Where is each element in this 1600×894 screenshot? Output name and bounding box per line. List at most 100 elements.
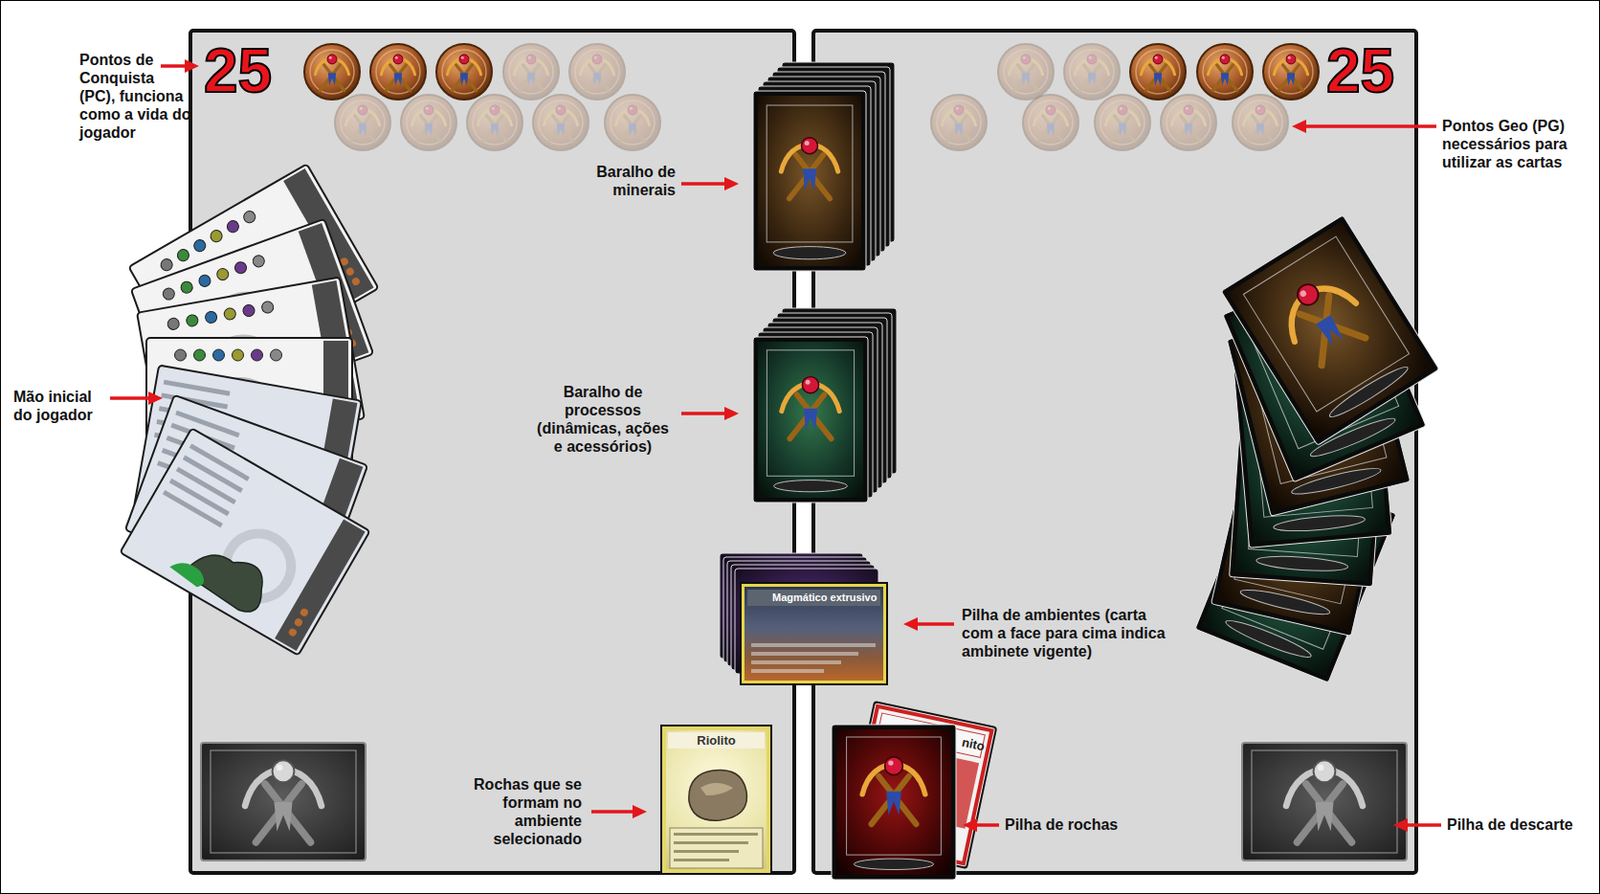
pick-emblem xyxy=(513,54,548,91)
coin-disc xyxy=(931,94,987,151)
red-gem xyxy=(1087,54,1097,65)
rock-card-title: nito xyxy=(955,733,992,757)
leader-arrow xyxy=(1291,119,1437,134)
label-box: Pilha de ambientes (carta com a face par… xyxy=(961,605,1182,661)
coin-rim xyxy=(1268,49,1313,94)
label-box: Baralho de minerais xyxy=(570,162,676,200)
card-text-bar xyxy=(673,841,749,845)
gem-shine xyxy=(1298,288,1308,298)
callout-label: Pilha de descarte xyxy=(1446,816,1574,833)
pick-emblem xyxy=(1033,105,1067,142)
pick-handle xyxy=(523,65,544,91)
card-dot xyxy=(270,349,283,361)
red-gem xyxy=(327,54,337,65)
red-gem xyxy=(459,54,469,65)
pick-emblem xyxy=(244,759,322,843)
coin-rim xyxy=(340,100,385,145)
red-gem xyxy=(1293,280,1323,310)
coin-rim xyxy=(1135,49,1180,94)
card-ground xyxy=(757,341,864,498)
coin-disc xyxy=(1197,44,1253,100)
gem-shine xyxy=(461,56,465,60)
card-ground xyxy=(836,729,952,875)
geo-point-coin xyxy=(998,44,1054,100)
geo-point-coin xyxy=(533,94,589,151)
card-plaque xyxy=(1239,585,1333,620)
card-edge xyxy=(753,336,868,503)
red-gem xyxy=(1117,105,1128,115)
arrow-head xyxy=(1291,119,1307,134)
pick-handle xyxy=(1247,115,1268,142)
card-frame xyxy=(846,736,942,855)
card-dot xyxy=(204,310,219,324)
card-dot xyxy=(251,349,264,361)
label-box: Pilha de descarte xyxy=(1446,815,1574,834)
card-title: Magmático extrusivo xyxy=(747,589,881,606)
callout-label: Pontos de Conquista (PC), funciona como … xyxy=(79,51,191,141)
gem-shine xyxy=(805,379,811,385)
blue-knot xyxy=(802,168,817,191)
coin-disc xyxy=(1094,94,1151,151)
conquest-points-value: 25 xyxy=(1326,36,1395,106)
card-dot xyxy=(175,246,191,263)
blue-knot xyxy=(1315,801,1334,831)
arrow-shaft xyxy=(681,181,725,186)
leader-arrow xyxy=(591,804,647,819)
gem-shine xyxy=(395,56,399,60)
geo-point-coin xyxy=(604,94,661,151)
pick-handle xyxy=(946,115,967,142)
gem-shine xyxy=(491,107,495,111)
pick-handle xyxy=(350,115,371,142)
blue-knot xyxy=(1118,123,1127,136)
arrow-head xyxy=(1393,818,1408,832)
red-gem xyxy=(393,54,403,65)
card-text-bar xyxy=(162,489,223,528)
coin-rim xyxy=(610,100,655,145)
card-text-bar xyxy=(751,651,859,656)
callout-label: Baralho de processos (dinâmicas, ações e… xyxy=(536,383,669,455)
gem-shine xyxy=(425,107,429,111)
pick-emblem xyxy=(615,105,649,142)
card-dot xyxy=(242,304,256,318)
card-edge xyxy=(831,724,956,880)
label-box: Rochas que se formam no ambiente selecio… xyxy=(447,775,582,848)
red-gem xyxy=(1286,54,1296,65)
card-plaque xyxy=(1272,512,1366,534)
red-gem xyxy=(1220,54,1230,65)
pick-handle xyxy=(1038,115,1059,142)
card-text-bar xyxy=(673,832,758,836)
card-plaque xyxy=(1255,554,1349,574)
coin-rim xyxy=(1003,49,1048,94)
blue-knot xyxy=(1221,72,1229,86)
pick-handle xyxy=(451,65,472,91)
coin-disc xyxy=(998,44,1054,100)
geo-point-coin xyxy=(400,94,457,151)
rock-shape xyxy=(688,769,748,821)
pick-handle xyxy=(1013,65,1034,91)
rock-card: Riolito xyxy=(660,724,773,875)
pick-handle xyxy=(416,115,437,142)
pick-emblem xyxy=(314,54,349,91)
pick-handle xyxy=(548,115,569,142)
pick-emblem xyxy=(477,105,512,142)
label-box: 25 xyxy=(1326,40,1395,102)
pick-handle xyxy=(871,776,910,824)
pick-handle xyxy=(421,115,442,142)
pick-handle xyxy=(796,155,830,199)
red-gem xyxy=(489,105,500,115)
red-gem xyxy=(423,105,434,115)
pick-emblem xyxy=(1271,266,1375,372)
label-box: Baralho de processos (dinâmicas, ações e… xyxy=(531,382,675,456)
card-dot xyxy=(161,286,177,301)
card-text-bar xyxy=(673,858,730,862)
pick-emblem xyxy=(446,54,481,91)
geo-point-coin xyxy=(304,44,360,100)
card-text-bar xyxy=(673,849,739,853)
geo-point-coin xyxy=(370,44,426,100)
coin-disc xyxy=(503,44,559,100)
pick-handle xyxy=(1283,65,1304,91)
pick-handle xyxy=(1114,115,1135,142)
red-gem xyxy=(801,377,819,394)
blue-knot xyxy=(803,408,818,431)
coin-disc xyxy=(1064,44,1120,100)
